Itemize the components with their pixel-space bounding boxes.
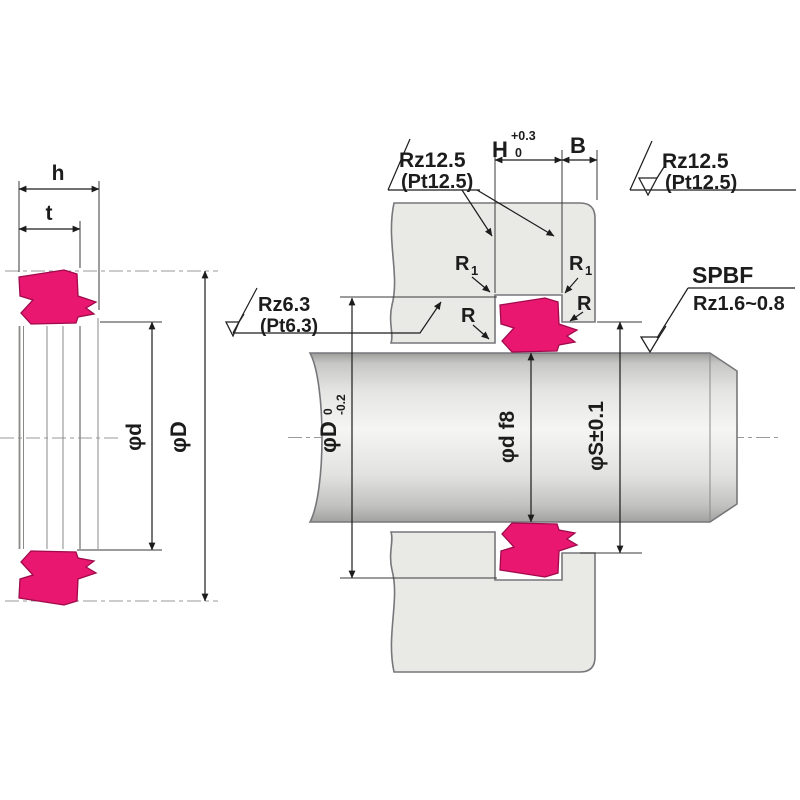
seal-profile-lower [18,550,98,606]
bore-finish-line1: Rz6.3 [258,294,310,316]
dim-H-label: H [492,137,508,162]
dim-step-dia-label: φS±0.1 [585,401,608,471]
surface-finish-icon-small [224,313,245,338]
groove-finish-right-line1: Rz12.5 [662,150,729,173]
shaft-finish-name: SPBF [692,262,753,288]
callout-shaft-finish: SPBF Rz1.6~0.8 [639,262,795,354]
dim-step-dia: φS±0.1 [580,321,642,554]
callout-groove-finish-right: Rz12.5 (Pt12.5) [629,140,796,197]
shaft [308,352,738,523]
seal-profile-upper [18,269,98,325]
r-right-text: R [577,293,592,315]
r1-left-sub: 1 [471,263,478,278]
r-left-text: R [461,305,476,327]
seal-cross-section-view: h t φd φD [0,162,218,606]
dim-h: h [18,162,100,310]
callout-groove-finish-left: Rz12.5 (Pt12.5) [387,138,555,237]
dim-shaft-dia-label: φd f8 [496,411,519,464]
dim-B: B [561,133,598,164]
dim-H: H +0.3 0 [492,129,563,164]
dim-phi-D-label: φD [166,421,191,453]
dim-B-label: B [570,133,586,158]
dim-t-label: t [46,202,53,225]
r1-right-text: R [569,253,584,275]
bore-finish-line2: (Pt6.3) [260,316,318,337]
ring-silhouette-lines [18,318,99,549]
groove-finish-right-line2: (Pt12.5) [665,172,737,194]
r1-left-text: R [455,253,470,275]
installed-seal-lower [499,522,579,578]
housing-upper [389,202,596,344]
dim-groove-dia-tol-upper: 0 [321,408,335,415]
dim-phi-D: φD [166,270,209,602]
housing-lower [389,531,596,673]
installed-seal-upper [499,297,579,353]
dim-t: t [18,202,81,268]
r1-right-sub: 1 [585,263,592,278]
shaft-finish-roughness: Rz1.6~0.8 [693,293,785,315]
dim-groove-dia-tol-lower: -0.2 [334,394,348,415]
installation-view: H +0.3 0 B Rz12.5 (Pt12.5) Rz12.5 [224,129,796,673]
dim-phi-d: φd [77,321,162,551]
dim-phi-d-label: φd [123,423,146,451]
surface-finish-icon [637,166,665,197]
dim-h-label: h [52,162,65,185]
radius-label-r1-right: R 1 [564,253,592,294]
groove-finish-left-line1: Rz12.5 [399,149,466,172]
dim-groove-dia: φD 0 -0.2 [316,296,497,579]
groove-finish-left-line2: (Pt12.5) [401,171,473,193]
dim-H-tol-upper: +0.3 [511,129,536,143]
surface-finish-icon-shaft [639,325,667,354]
dim-shaft-dia: φd f8 [496,352,535,523]
radius-label-r-right: R [569,293,592,322]
callout-bore-finish: Rz6.3 (Pt6.3) [224,287,442,338]
radius-label-r-left: R [461,305,490,340]
dim-H-tol-lower: 0 [515,146,522,160]
radius-label-r1-left: R 1 [455,253,491,293]
dim-groove-dia-label: φD [316,421,341,453]
